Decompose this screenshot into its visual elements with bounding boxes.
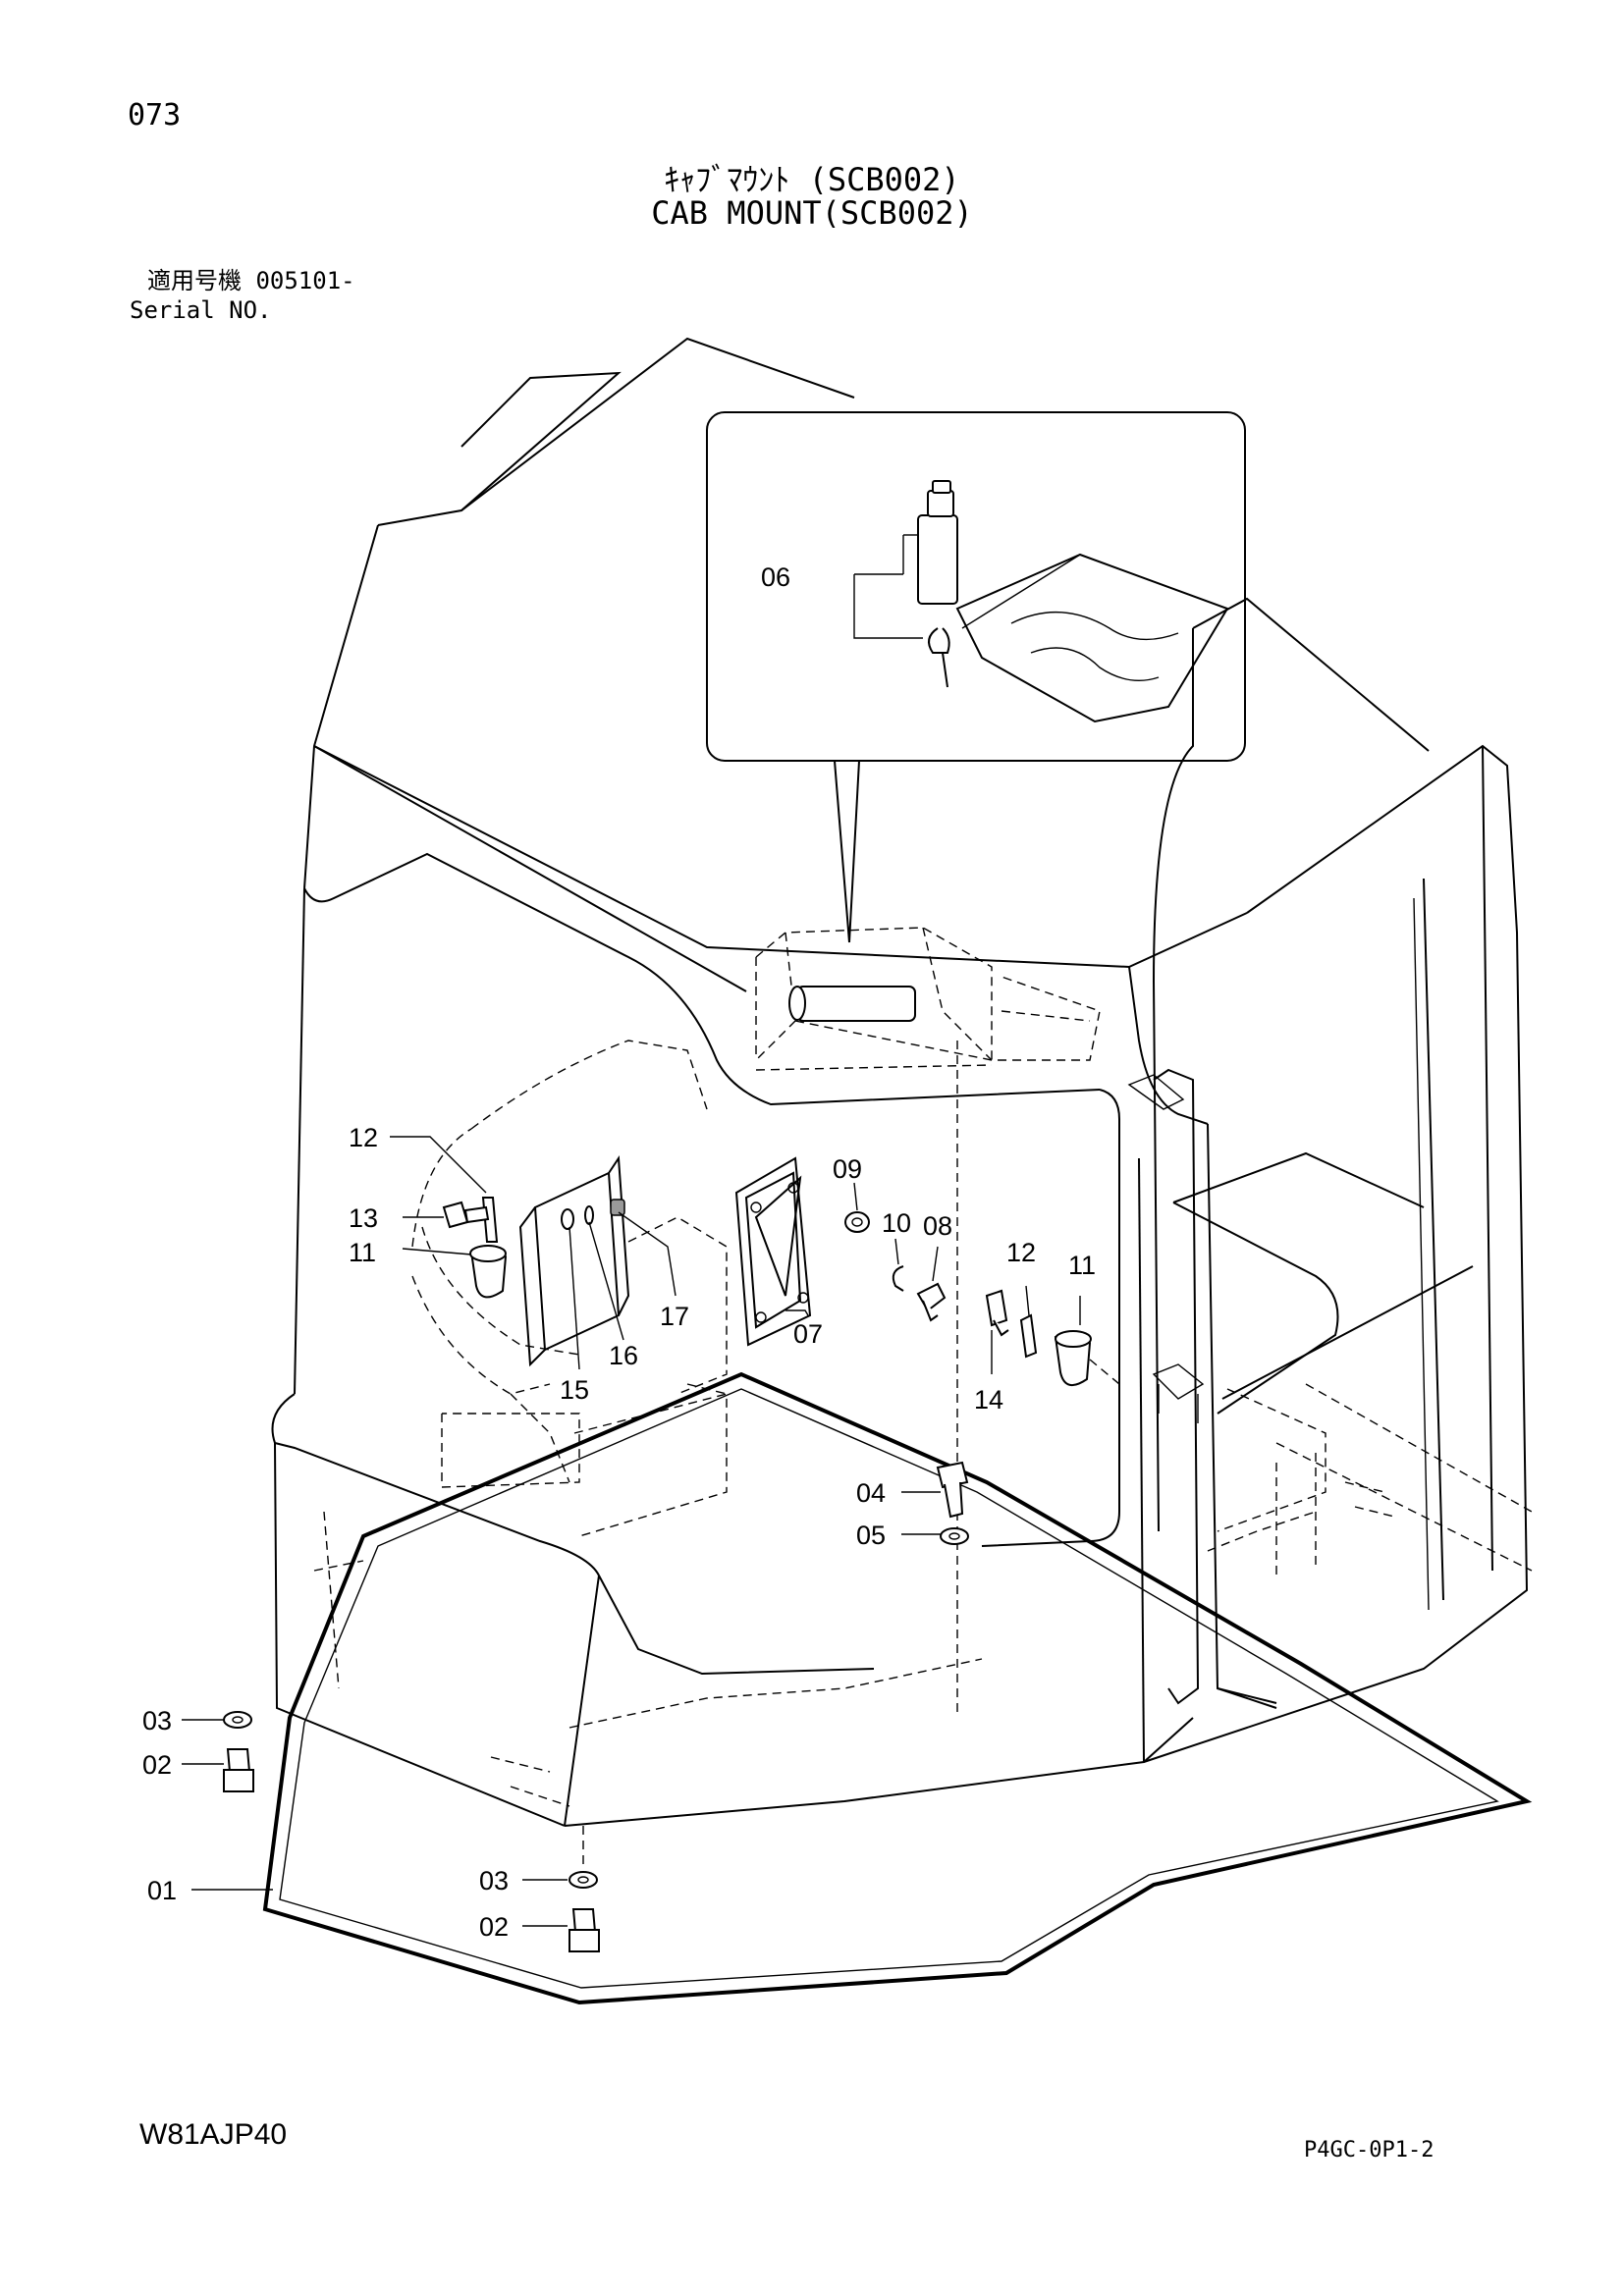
callout-03-left: 03	[142, 1706, 172, 1735]
center-bracket-group: 09 10 08 07	[734, 1154, 952, 1349]
reference-code: W81AJP40	[139, 2118, 288, 2151]
callout-11-left: 11	[349, 1238, 376, 1267]
left-bracket-group: 12 13 11 15 16 17	[349, 1123, 689, 1405]
center-lower-bolt-group: 03 02	[479, 1826, 600, 1952]
callout-13: 13	[349, 1203, 378, 1233]
serial-label-english: Serial NO.	[130, 296, 272, 324]
sheet-code: P4GC-0P1-2	[1304, 2138, 1435, 2163]
callout-10: 10	[882, 1208, 911, 1238]
cab-roof-cylinder	[788, 986, 916, 1022]
callout-06: 06	[761, 562, 790, 592]
left-floor-bolt-group: 03 02	[142, 1706, 254, 1792]
callout-01: 01	[147, 1876, 177, 1905]
callout-02-left: 02	[142, 1750, 172, 1780]
callout-14: 14	[974, 1385, 1003, 1415]
callout-15: 15	[560, 1375, 589, 1405]
title-english: CAB MOUNT(SCB002)	[651, 194, 973, 232]
page-number: 073	[128, 98, 182, 133]
callout-17: 17	[660, 1302, 689, 1331]
callout-02-center: 02	[479, 1912, 509, 1942]
callout-05: 05	[856, 1521, 886, 1550]
callout-07: 07	[793, 1319, 823, 1349]
center-floor-bolt-group: 04 05	[856, 1461, 969, 1550]
seal-leader: 01	[147, 1876, 273, 1905]
callout-11-right: 11	[1068, 1251, 1096, 1280]
callout-09: 09	[833, 1154, 862, 1184]
callout-04: 04	[856, 1478, 886, 1508]
callout-16: 16	[609, 1341, 638, 1370]
callout-03-center: 03	[479, 1866, 509, 1896]
cab-body	[271, 337, 1533, 1827]
cab-seal-01	[262, 1371, 1533, 2005]
right-bracket-group: 12 11 14	[974, 1238, 1120, 1415]
inset-detail-box: 06	[706, 411, 1246, 943]
callout-12-left: 12	[349, 1123, 378, 1152]
title-japanese: ｷｬﾌﾞﾏｳﾝﾄ (SCB002)	[664, 161, 960, 198]
callout-12-right: 12	[1006, 1238, 1036, 1267]
callout-08: 08	[923, 1211, 952, 1241]
serial-label-japanese: 適用号機 005101-	[147, 267, 355, 294]
